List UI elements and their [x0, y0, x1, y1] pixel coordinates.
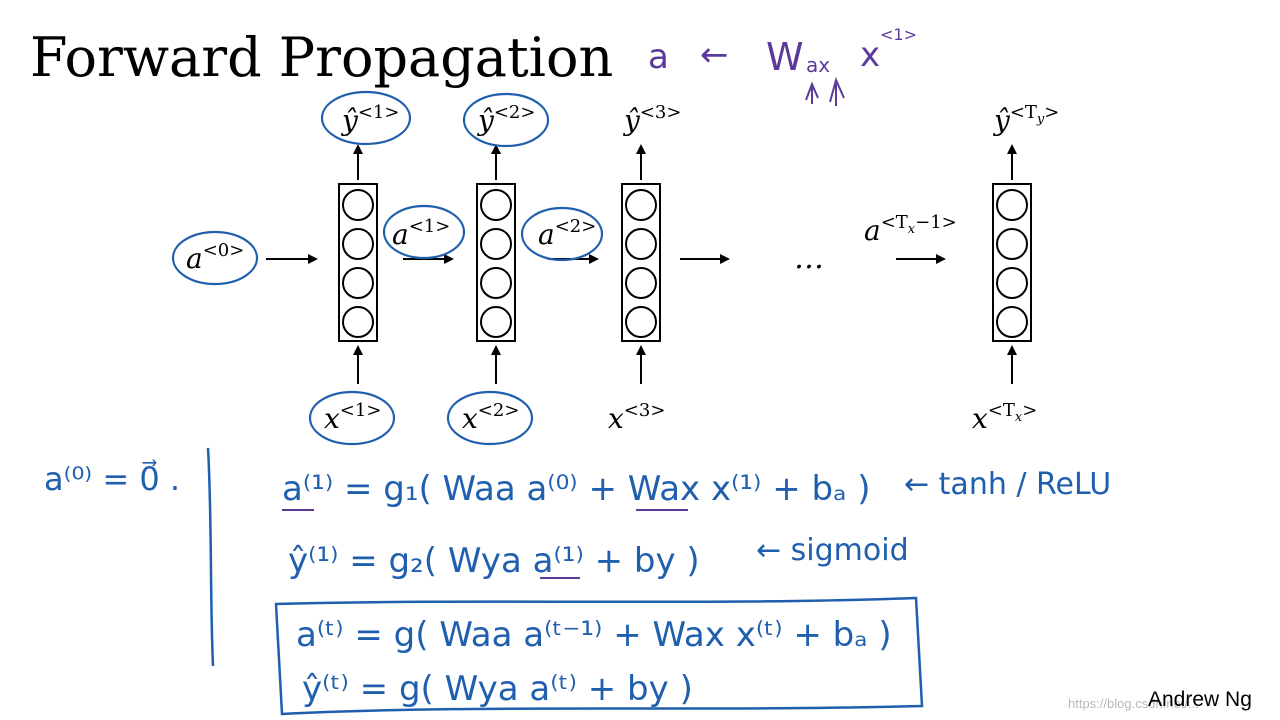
- activation-label-0: a<0>: [186, 240, 244, 275]
- highlight-circle: [446, 390, 534, 446]
- equation-a1-note: ← tanh / ReLU: [904, 467, 1111, 502]
- note-x: x: [860, 35, 880, 75]
- highlight-circle: [320, 90, 412, 146]
- rnn-cell: [338, 144, 378, 384]
- general-equations-box: [274, 596, 924, 716]
- watermark: https://blog.csdn.net/...: [1068, 696, 1199, 711]
- rnn-cells: [266, 144, 1032, 384]
- equation-y1-note: ← sigmoid: [756, 533, 909, 568]
- neuron: [996, 228, 1028, 260]
- neuron: [342, 189, 374, 221]
- neuron: [625, 267, 657, 299]
- page-title: Forward Propagation: [30, 26, 613, 89]
- neuron: [480, 306, 512, 338]
- note-tick-arrow: [805, 81, 819, 104]
- neuron: [625, 228, 657, 260]
- neuron: [996, 189, 1028, 221]
- highlight-circle: [308, 390, 396, 446]
- input-label-1: x<1>: [324, 400, 381, 435]
- equation-at: a⁽ᵗ⁾ = g( Waa a⁽ᵗ⁻¹⁾ + Wax x⁽ᵗ⁾ + bₐ ): [296, 615, 892, 655]
- output-label-3: ŷ<3>: [622, 102, 681, 137]
- note-lhs: a: [648, 37, 669, 77]
- neuron: [625, 189, 657, 221]
- top-note: a ← W ax x <1>: [648, 25, 917, 106]
- output-label-4: ŷ<Ty>: [992, 102, 1059, 137]
- activation-label-3: a<Tx−1>: [864, 212, 957, 247]
- rnn-labels: ŷ<1> ŷ<2> ŷ<3> ŷ<Ty> x<1> x<2> x<3> x<Tx> a<0> a<…: [186, 102, 1059, 435]
- neuron: [480, 228, 512, 260]
- handwritten-circles: [171, 90, 604, 446]
- neuron: [480, 189, 512, 221]
- neuron: [625, 306, 657, 338]
- note-w: W: [766, 35, 804, 79]
- separator-line: [206, 447, 215, 667]
- author-name: Andrew Ng: [1148, 688, 1252, 711]
- equation-y1: ŷ⁽¹⁾ = g₂( Wya a⁽¹⁾ + by ): [288, 541, 700, 581]
- highlight-circle: [171, 230, 259, 286]
- highlight-circle: [462, 92, 550, 148]
- note-tick-arrow: [829, 77, 845, 106]
- note-w-sub: ax: [806, 53, 830, 77]
- rnn-cell: [992, 144, 1032, 384]
- equation-a1: a⁽¹⁾ = g₁( Waa a⁽⁰⁾ + Wax x⁽¹⁾ + bₐ ): [282, 469, 870, 509]
- init-condition: a⁽⁰⁾ = 0⃗ .: [44, 459, 180, 498]
- ellipsis: …: [794, 241, 824, 276]
- output-label-2: ŷ<2>: [476, 102, 535, 137]
- rnn-cell: [476, 144, 516, 384]
- input-label-4: x<Tx>: [972, 400, 1037, 435]
- highlight-circle: [520, 206, 604, 262]
- rnn-cell: [621, 144, 661, 384]
- input-label-2: x<2>: [462, 400, 519, 435]
- neuron: [480, 267, 512, 299]
- activation-label-2: a<2>: [538, 216, 596, 251]
- neuron: [342, 267, 374, 299]
- input-label-3: x<3>: [608, 400, 665, 435]
- note-x-sup: <1>: [880, 25, 917, 44]
- neuron: [996, 306, 1028, 338]
- highlight-circle: [382, 204, 466, 260]
- neuron: [342, 306, 374, 338]
- output-label-1: ŷ<1>: [340, 102, 399, 137]
- equation-yt: ŷ⁽ᵗ⁾ = g( Wya a⁽ᵗ⁾ + by ): [302, 669, 693, 709]
- neuron: [996, 267, 1028, 299]
- activation-label-1: a<1>: [392, 216, 450, 251]
- note-arrow: ←: [700, 35, 729, 75]
- neuron: [342, 228, 374, 260]
